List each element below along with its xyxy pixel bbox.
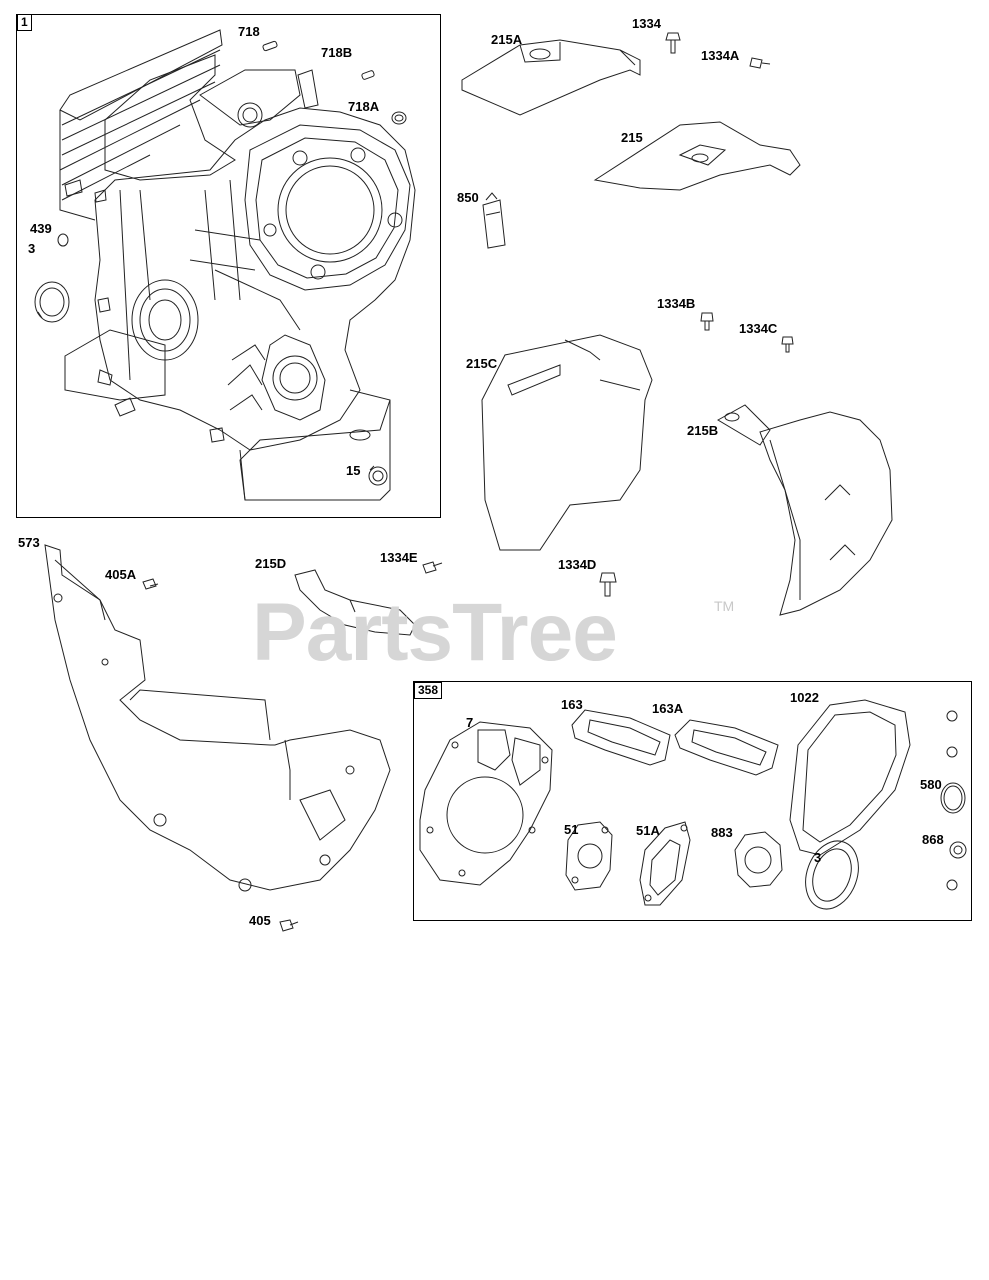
part-callout-1334a[interactable]: 1334A — [701, 48, 740, 63]
part-callout-883[interactable]: 883 — [711, 825, 733, 840]
part-callout-15[interactable]: 15 — [346, 463, 361, 478]
bolt-405a-drawing — [143, 579, 158, 589]
sealant-tube-850-drawing — [483, 193, 505, 248]
trademark-symbol: TM — [714, 598, 735, 614]
group-358-label[interactable]: 358 — [414, 682, 443, 699]
part-callout-163a[interactable]: 163A — [652, 701, 684, 716]
part-callout-1022[interactable]: 1022 — [790, 690, 819, 705]
ring-439-drawing — [58, 234, 68, 246]
shroud-215c-drawing — [482, 335, 652, 550]
part-callout-215c[interactable]: 215C — [466, 356, 498, 371]
baffle-215-drawing — [595, 122, 800, 190]
gasket-358-small-washers-drawing — [947, 711, 957, 890]
seal-3-lower-drawing — [797, 834, 868, 917]
group-1-frame — [17, 15, 441, 518]
part-callout-718b[interactable]: 718B — [321, 45, 353, 60]
bolt-1334b-drawing — [701, 313, 713, 330]
head-gasket-7-drawing — [420, 722, 552, 885]
bolt-1334a-drawing — [750, 58, 770, 68]
seal-3-upper-drawing — [35, 282, 69, 322]
pin-718-drawing — [262, 41, 277, 51]
gasket-163a-drawing — [675, 720, 778, 775]
bracket-215d-drawing — [295, 570, 415, 635]
part-callout-1334d[interactable]: 1334D — [558, 557, 597, 572]
part-callout-215d[interactable]: 215D — [255, 556, 287, 571]
bushing-15-drawing — [369, 466, 387, 485]
plug-718a-drawing — [392, 112, 406, 124]
part-callout-3-lower[interactable]: 3 — [814, 850, 822, 865]
part-callout-7[interactable]: 7 — [466, 715, 474, 730]
group-358-frame — [414, 682, 972, 921]
part-callout-215b[interactable]: 215B — [687, 423, 719, 438]
gasket-51-drawing — [566, 822, 612, 890]
part-callout-580[interactable]: 580 — [920, 777, 942, 792]
part-callout-1334b[interactable]: 1334B — [657, 296, 696, 311]
part-callout-3-upper[interactable]: 3 — [28, 241, 36, 256]
shroud-215b-drawing — [718, 405, 892, 615]
part-callout-51a[interactable]: 51A — [636, 823, 660, 838]
part-callout-405[interactable]: 405 — [249, 913, 271, 928]
part-callout-718[interactable]: 718 — [238, 24, 260, 39]
pin-718b-drawing — [361, 70, 374, 80]
part-callout-850[interactable]: 850 — [457, 190, 479, 205]
seal-868-drawing — [950, 842, 966, 858]
bolt-405-drawing — [280, 920, 298, 931]
part-callout-1334[interactable]: 1334 — [632, 16, 661, 31]
part-callout-215[interactable]: 215 — [621, 130, 643, 145]
gasket-51a-drawing — [640, 822, 690, 905]
part-callout-1334c[interactable]: 1334C — [739, 321, 778, 336]
part-callout-718a[interactable]: 718A — [348, 99, 380, 114]
gasket-163-drawing — [572, 710, 670, 765]
baffle-215a-drawing — [462, 40, 640, 115]
gasket-883-drawing — [735, 832, 782, 887]
part-callout-439[interactable]: 439 — [30, 221, 52, 236]
bolt-1334-drawing — [666, 33, 680, 53]
bolt-1334d-drawing — [600, 573, 616, 596]
part-callout-163[interactable]: 163 — [561, 697, 583, 712]
part-callout-868[interactable]: 868 — [922, 832, 944, 847]
engine-block-drawing — [60, 30, 415, 500]
bolt-1334e-drawing — [423, 562, 442, 573]
part-callout-405a[interactable]: 405A — [105, 567, 137, 582]
gasket-1022-drawing — [790, 700, 910, 855]
partstree-watermark: PartsTree — [252, 587, 618, 678]
backplate-573-drawing — [45, 545, 390, 891]
group-1-label[interactable]: 1 — [17, 14, 32, 31]
part-callout-573[interactable]: 573 — [18, 535, 40, 550]
part-callout-215a[interactable]: 215A — [491, 32, 523, 47]
oring-580-drawing — [941, 783, 965, 813]
part-callout-1334e[interactable]: 1334E — [380, 550, 418, 565]
bolt-1334c-drawing — [782, 337, 793, 352]
part-callout-51[interactable]: 51 — [564, 822, 579, 837]
